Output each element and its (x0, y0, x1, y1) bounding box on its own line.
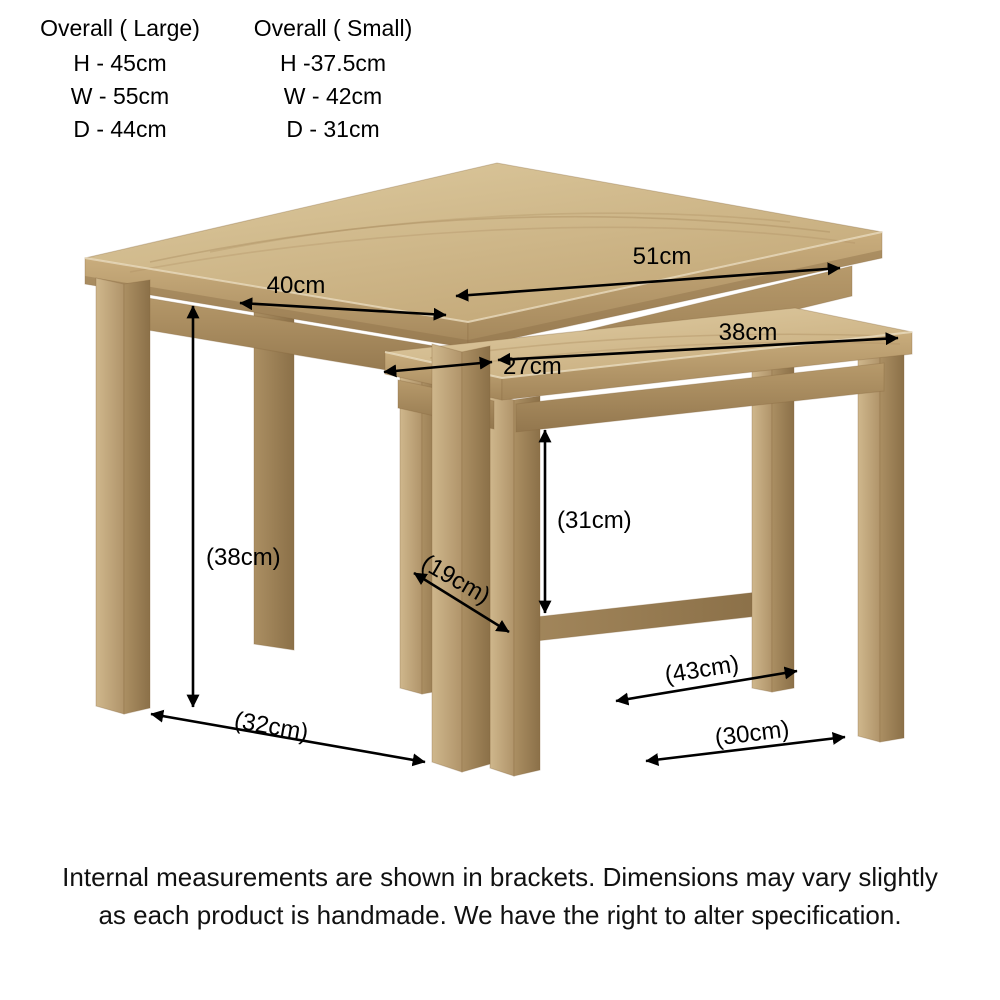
spec-block-small: Overall ( Small) H -37.5cm W - 42cm D - … (238, 12, 428, 146)
label-small-internal-height: (31cm) (557, 507, 632, 534)
label-large-top-width: 51cm (633, 243, 692, 270)
small-table-apron-right (515, 362, 885, 433)
spec-small-width: W - 42cm (283, 83, 383, 109)
label-small-top-depth: 27cm (503, 353, 562, 380)
spec-block-large: Overall ( Large) H - 45cm W - 55cm D - 4… (28, 12, 212, 146)
footer-line-1: Internal measurements are shown in brack… (62, 862, 938, 892)
large-table-edge-highlight (84, 231, 883, 324)
large-table-grain (149, 215, 831, 263)
label-large-internal-depth: (32cm) (232, 707, 310, 747)
spec-large-width: W - 55cm (70, 83, 170, 109)
large-table-left-leg (123, 279, 151, 715)
large-table-grain (209, 212, 791, 253)
label-large-internal-height: (38cm) (206, 544, 281, 571)
large-table-front-legs (95, 277, 491, 773)
label-small-top-width: 38cm (719, 319, 778, 346)
dimension-arrows (150, 262, 899, 767)
spec-large-title: Overall ( Large) (40, 15, 200, 41)
small-table-right-leg (879, 348, 905, 743)
spec-small-title: Overall ( Small) (253, 15, 413, 41)
arrow-large-top-width (455, 262, 841, 302)
label-large-top-depth: 40cm (267, 272, 326, 299)
arrow-large-internal-depth (150, 709, 426, 767)
arrow-small-top-width (497, 332, 899, 366)
spec-large-depth: D - 44cm (73, 116, 167, 142)
spec-small-depth: D - 31cm (286, 116, 380, 142)
spec-large-height: H - 45cm (73, 50, 167, 76)
arrow-small-top-depth (383, 356, 493, 378)
arrow-small-internal-depth (413, 571, 510, 634)
footer-line-2: as each product is handmade. We have the… (98, 900, 902, 930)
arrow-large-internal-width (615, 666, 798, 706)
arrow-small-internal-width (645, 732, 846, 766)
large-table-grain (129, 226, 856, 273)
spec-small-height: H -37.5cm (279, 50, 387, 76)
large-table-front-leg (461, 345, 491, 773)
arrow-large-top-depth (239, 297, 447, 321)
small-table-right-leg (857, 347, 881, 743)
large-table-left-leg (95, 277, 125, 715)
small-table-left-leg (399, 369, 423, 695)
small-table-front-leg (513, 395, 541, 777)
footer-note: Internal measurements are shown in brack… (0, 858, 1000, 934)
